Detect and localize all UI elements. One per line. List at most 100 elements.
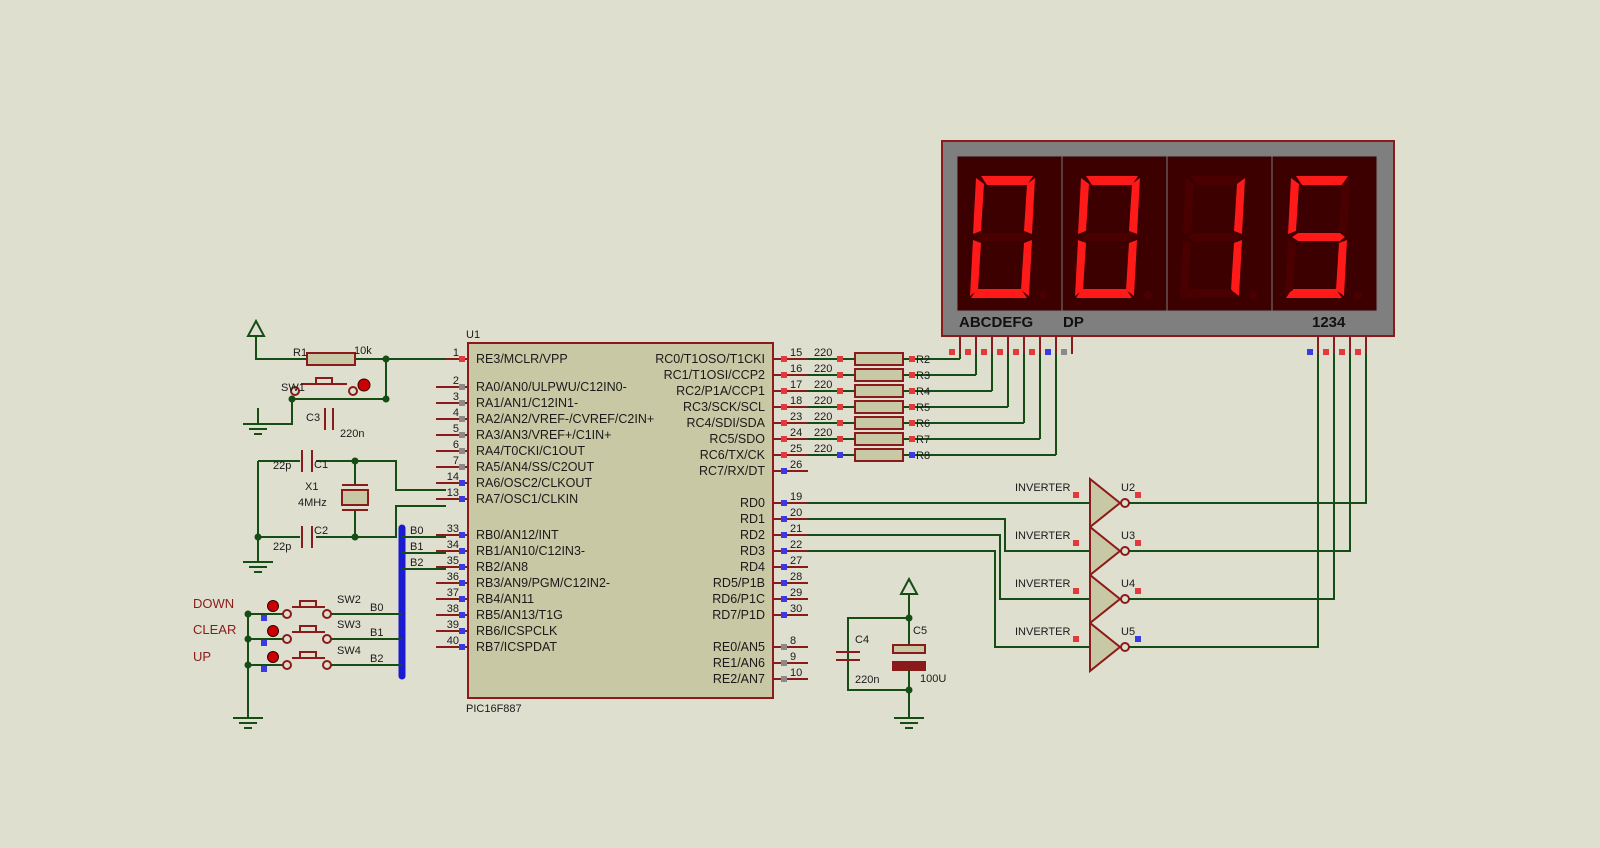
segment xyxy=(1339,178,1350,234)
pin-number: 14 xyxy=(447,471,459,483)
segment xyxy=(1076,289,1132,298)
pin-number: 8 xyxy=(790,635,796,647)
segment xyxy=(981,176,1033,185)
r1-resistor[interactable] xyxy=(306,352,356,366)
pin-name: RD4 xyxy=(740,560,765,574)
resistor-ref: R5 xyxy=(916,402,930,414)
display-digits xyxy=(956,155,1378,312)
c3-value: 220n xyxy=(340,428,364,440)
c4-capacitor[interactable]: C4 220n xyxy=(836,634,879,686)
mcu-pin-right[interactable]: 25 RC6/TX/CK xyxy=(700,443,808,462)
pin-number: 15 xyxy=(790,347,802,359)
pin-name: RC6/TX/CK xyxy=(700,448,766,462)
pin-name: RE3/MCLR/VPP xyxy=(476,352,568,366)
ground-symbol xyxy=(243,561,273,573)
bus-label-b1: B1 xyxy=(410,541,423,553)
x1-crystal[interactable]: X1 4MHz xyxy=(298,481,369,511)
digit-1 xyxy=(956,155,1063,312)
seven-segment-display[interactable]: ABCDEFG DP 1234 xyxy=(941,140,1395,355)
pin-number: 5 xyxy=(453,423,459,435)
dp-label: DP xyxy=(1063,314,1084,331)
inverter-label: INVERTER xyxy=(1015,530,1070,542)
button-name: CLEAR xyxy=(193,622,236,637)
pin-name: RA2/AN2/VREF-/CVREF/C2IN+ xyxy=(476,412,654,426)
c2-value: 22p xyxy=(273,541,291,553)
resistor-value: 220 xyxy=(814,347,832,359)
pin-name: RA0/AN0/ULPWU/C12IN0- xyxy=(476,380,627,394)
pin-number: 35 xyxy=(447,555,459,567)
sw1-switch[interactable]: SW1 xyxy=(281,377,371,396)
c1-capacitor[interactable]: C1 22p xyxy=(273,450,328,472)
mcu-pin-right[interactable]: 8 RE0/AN5 xyxy=(713,635,808,654)
vcc-power-symbol[interactable] xyxy=(246,318,266,337)
pin-name: RB5/AN13/T1G xyxy=(476,608,563,622)
c3-capacitor[interactable]: C3 220n xyxy=(306,408,364,440)
ground-symbol xyxy=(233,717,263,729)
c2-capacitor[interactable]: C2 22p xyxy=(273,525,328,553)
decimal-point xyxy=(1144,291,1152,299)
mcu-part: PIC16F887 xyxy=(466,703,522,715)
pin-number: 26 xyxy=(790,459,802,471)
pin-name: RC5/SDO xyxy=(709,432,765,446)
vcc-power-symbol[interactable] xyxy=(899,576,919,595)
pin-name: RE0/AN5 xyxy=(713,640,765,654)
mcu-body[interactable] xyxy=(467,342,774,699)
pin-number: 25 xyxy=(790,443,802,455)
c5-capacitor[interactable]: C5 100U xyxy=(892,618,946,690)
segment xyxy=(1234,178,1245,234)
segment xyxy=(1086,176,1138,185)
